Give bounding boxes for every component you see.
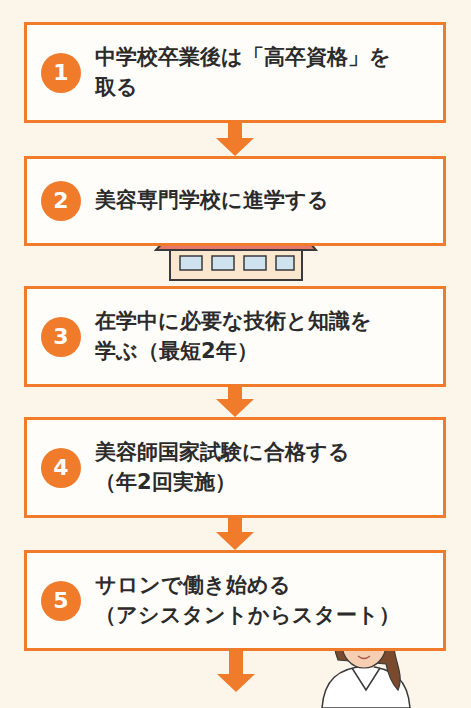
step-label: 美容師国家試験に合格する （年2回実施）: [95, 438, 415, 497]
step-label: 中学校卒業後は「高卒資格」を 取る: [95, 43, 415, 102]
step-label: サロンで働き始める （アシスタントからスタート）: [95, 571, 415, 630]
step-number-circle: 4: [41, 448, 81, 488]
step-number-circle: 1: [41, 53, 81, 93]
flow-arrow: [216, 518, 254, 550]
step-number: 1: [53, 62, 68, 84]
step-box: 美容師国家試験に合格する （年2回実施） 4: [24, 417, 446, 518]
flow-arrow: [216, 123, 254, 156]
flow-arrow: [216, 387, 254, 417]
step-number-circle: 3: [41, 317, 81, 357]
step-number: 4: [53, 457, 68, 479]
step-label: 在学中に必要な技術と知識を 学ぶ（最短2年）: [95, 307, 415, 366]
step-box: 在学中に必要な技術と知識を 学ぶ（最短2年） 3: [24, 286, 446, 387]
step-number: 5: [53, 590, 68, 612]
step-box: 中学校卒業後は「高卒資格」を 取る 1: [24, 22, 446, 123]
step-label: 美容専門学校に進学する: [95, 186, 415, 215]
step-number-circle: 5: [41, 581, 81, 621]
step-number-circle: 2: [41, 181, 81, 221]
step-number: 2: [53, 190, 68, 212]
step-box: 美容専門学校に進学する 2: [24, 156, 446, 246]
step-number: 3: [53, 326, 68, 348]
step-box: サロンで働き始める （アシスタントからスタート） 5: [24, 550, 446, 651]
